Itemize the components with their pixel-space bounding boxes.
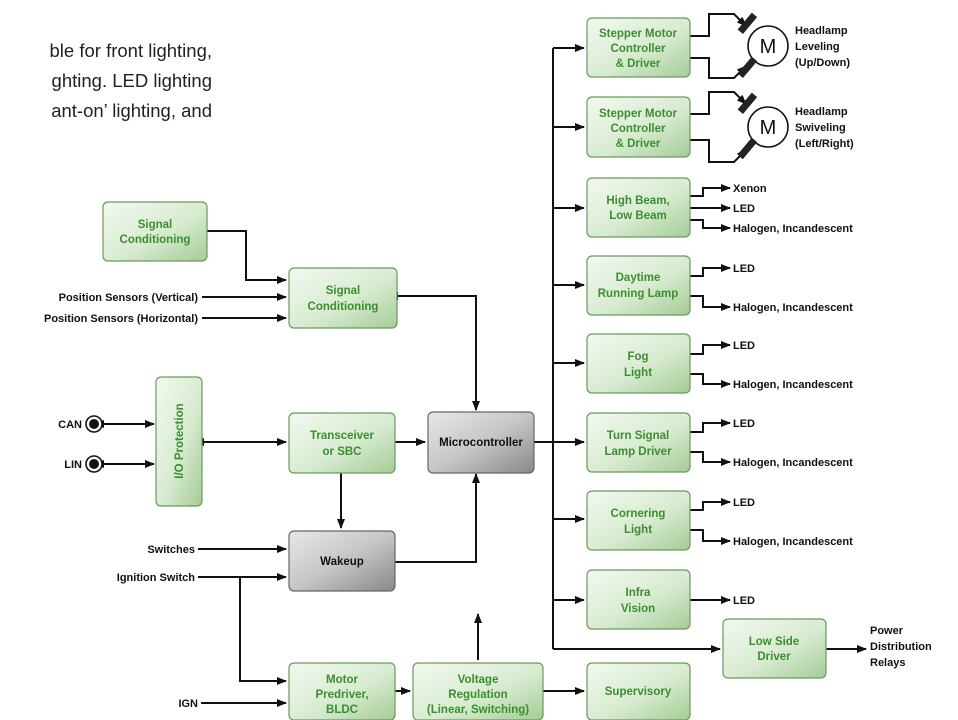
supervisory-block: Supervisory <box>586 662 691 720</box>
low-side-driver-label-2: Driver <box>757 651 791 663</box>
cornering-label-2: Light <box>624 524 652 536</box>
intro-line-2: ghting. LED lighting <box>51 70 212 91</box>
lin-connector-icon <box>85 455 103 473</box>
wakeup-block: Wakeup <box>288 530 396 592</box>
intro-line-3: ant-on’ lighting, and <box>51 100 212 121</box>
output-led-hb: LED <box>733 203 755 215</box>
motor-predriver-label-2: Predriver, <box>315 689 368 701</box>
cornering-label-1: Cornering <box>611 508 666 520</box>
drl-label-2: Running Lamp <box>598 288 679 300</box>
io-protection-label: I/O Protection <box>174 403 186 478</box>
transceiver-block: Transceiver or SBC <box>288 412 396 474</box>
input-switches: Switches <box>147 544 195 556</box>
high-low-beam-label-1: High Beam, <box>606 195 669 207</box>
signal-conditioning-top-block: Signal Conditioning <box>102 201 208 262</box>
power-relays-label: Power Distribution Relays <box>870 625 932 669</box>
svg-text:(Up/Down): (Up/Down) <box>795 57 850 69</box>
signal-conditioning-top-label-2: Conditioning <box>120 234 191 246</box>
signal-conditioning-block: Signal Conditioning <box>288 267 398 329</box>
input-ignition-switch: Ignition Switch <box>117 572 195 584</box>
output-xenon: Xenon <box>733 183 767 195</box>
output-led-infra: LED <box>733 595 755 607</box>
fog-light-block: Fog Light <box>586 333 691 394</box>
stepper2-label-1: Stepper Motor <box>599 108 677 120</box>
fog-label-2: Light <box>624 367 652 379</box>
output-halogen-hb: Halogen, Incandescent <box>733 223 853 235</box>
stepper-motor-block-2: Stepper Motor Controller & Driver <box>586 96 691 158</box>
voltage-regulation-label-2: Regulation <box>448 689 507 701</box>
stepper2-label-3: & Driver <box>616 138 661 150</box>
motor-icon-swiveling: M <box>737 92 789 159</box>
supervisory-label: Supervisory <box>605 686 672 698</box>
motor-predriver-label-1: Motor <box>326 674 358 686</box>
transceiver-label-1: Transceiver <box>310 430 374 442</box>
svg-text:Headlamp: Headlamp <box>795 106 848 118</box>
output-led-turn: LED <box>733 418 755 430</box>
output-led-drl: LED <box>733 263 755 275</box>
output-led-cornering: LED <box>733 497 755 509</box>
output-led-fog: LED <box>733 340 755 352</box>
headlamp-swiveling-label: Headlamp Swiveling (Left/Right) <box>795 106 854 150</box>
wakeup-label: Wakeup <box>320 556 364 568</box>
low-side-driver-label-1: Low Side <box>749 636 799 648</box>
turn-signal-block: Turn Signal Lamp Driver <box>586 412 691 473</box>
high-low-beam-label-2: Low Beam <box>609 210 667 222</box>
input-pos-horizontal: Position Sensors (Horizontal) <box>44 313 198 325</box>
low-side-driver-block: Low Side Driver <box>722 618 827 679</box>
microcontroller-block: Microcontroller <box>427 411 535 474</box>
svg-text:Headlamp: Headlamp <box>795 25 848 37</box>
stepper-motor-block-1: Stepper Motor Controller & Driver <box>586 17 691 78</box>
intro-paragraph: ble for front lighting, ghting. LED ligh… <box>0 0 220 200</box>
infra-vision-block: Infra Vision <box>586 569 691 630</box>
stepper1-label-3: & Driver <box>616 58 661 70</box>
fog-label-1: Fog <box>627 351 648 363</box>
microcontroller-label: Microcontroller <box>439 437 523 449</box>
motor-m-label-1: M <box>760 36 777 58</box>
voltage-regulation-label-1: Voltage <box>458 674 499 686</box>
signal-conditioning-label-2: Conditioning <box>308 301 379 313</box>
can-connector-icon <box>85 415 103 433</box>
infra-vision-label-1: Infra <box>626 587 652 599</box>
stepper2-label-2: Controller <box>611 123 666 135</box>
wires <box>94 13 867 707</box>
high-low-beam-block: High Beam, Low Beam <box>586 177 691 238</box>
motor-icon-leveling: M <box>737 12 789 78</box>
input-lin: LIN <box>64 459 82 471</box>
transceiver-label-2: or SBC <box>323 446 362 458</box>
signal-conditioning-label-1: Signal <box>326 285 361 297</box>
motor-predriver-label-3: BLDC <box>326 704 358 716</box>
output-halogen-cornering: Halogen, Incandescent <box>733 536 853 548</box>
drl-label-1: Daytime <box>616 272 661 284</box>
stepper1-label-1: Stepper Motor <box>599 28 677 40</box>
svg-text:Distribution: Distribution <box>870 641 932 653</box>
svg-text:Relays: Relays <box>870 657 905 669</box>
svg-text:Swiveling: Swiveling <box>795 122 846 134</box>
output-halogen-turn: Halogen, Incandescent <box>733 457 853 469</box>
input-can: CAN <box>58 419 82 431</box>
headlamp-leveling-label: Headlamp Leveling (Up/Down) <box>795 25 850 69</box>
turn-signal-label-2: Lamp Driver <box>604 446 672 458</box>
signal-conditioning-top-label-1: Signal <box>138 219 173 231</box>
voltage-regulation-block: Voltage Regulation (Linear, Switching) <box>412 662 544 720</box>
infra-vision-label-2: Vision <box>621 603 655 615</box>
svg-text:Power: Power <box>870 625 904 637</box>
turn-signal-label-1: Turn Signal <box>607 430 669 442</box>
drl-block: Daytime Running Lamp <box>586 255 691 316</box>
svg-text:(Left/Right): (Left/Right) <box>795 138 854 150</box>
stepper1-label-2: Controller <box>611 43 666 55</box>
output-halogen-fog: Halogen, Incandescent <box>733 379 853 391</box>
motor-m-label-2: M <box>760 117 777 139</box>
intro-line-1: ble for front lighting, <box>49 40 212 61</box>
input-pos-vertical: Position Sensors (Vertical) <box>59 292 199 304</box>
input-ign: IGN <box>178 698 198 710</box>
motor-predriver-block: Motor Predriver, BLDC <box>288 662 396 720</box>
svg-text:Leveling: Leveling <box>795 41 840 53</box>
cornering-light-block: Cornering Light <box>586 490 691 551</box>
io-protection-block: I/O Protection <box>155 376 203 507</box>
voltage-regulation-label-3: (Linear, Switching) <box>427 704 529 716</box>
output-halogen-drl: Halogen, Incandescent <box>733 302 853 314</box>
